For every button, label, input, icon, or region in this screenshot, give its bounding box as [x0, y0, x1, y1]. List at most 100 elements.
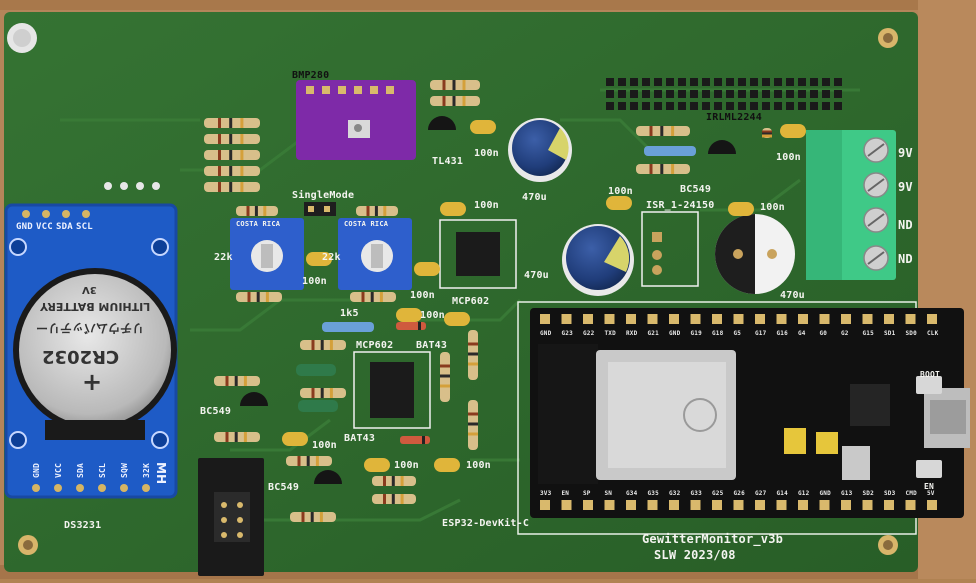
- esp-top-pin-g21: G21: [647, 330, 659, 337]
- resistor-pot-l2: [236, 292, 282, 302]
- en-button[interactable]: [916, 460, 942, 478]
- resistor-bc-2: [214, 432, 260, 442]
- ceramic-cap-1: [440, 202, 466, 216]
- resistor-pot-l: [236, 206, 278, 216]
- esp-bottom-pin-cmd: CMD: [905, 490, 917, 497]
- label-100n-c: 100n: [608, 186, 633, 197]
- resistor-bc-4: [290, 512, 336, 522]
- battery-jp: リチウムバッテリー: [36, 321, 145, 335]
- resistor-v1: [762, 128, 772, 138]
- esp-bottom-pin-g34: G34: [626, 490, 638, 497]
- pin-header-connector: [198, 458, 264, 576]
- label-470u-b: 470u: [524, 270, 549, 281]
- battery-model: CR2032: [42, 346, 120, 367]
- resistor-bot-1: [372, 476, 416, 486]
- label-bmp280: BMP280: [292, 70, 330, 81]
- esp-top-pin-g4: G4: [798, 330, 806, 337]
- boot-button[interactable]: [916, 376, 942, 394]
- transistor-4: [314, 470, 342, 484]
- resistor-left-1: [204, 118, 260, 128]
- screw-4[interactable]: [863, 245, 889, 271]
- esp-top-pin-sd0: SD0: [905, 330, 917, 337]
- terminal-label-4: ND: [898, 252, 913, 266]
- label-tl431: TL431: [432, 156, 464, 167]
- esp-top-pin-g22: G22: [583, 330, 595, 337]
- resistor-v4: [468, 400, 478, 450]
- esp-top-pin-clk: CLK: [927, 330, 939, 337]
- terminal-label-2: 9V: [898, 180, 913, 194]
- esp-bottom-pin-g33: G33: [690, 490, 702, 497]
- label-1k5: 1k5: [340, 308, 359, 319]
- label-100n-d: 100n: [760, 202, 785, 213]
- rtc-top-pin-scl: SCL: [76, 222, 93, 232]
- resistor-pot-r2: [350, 292, 396, 302]
- battery-type: LITHIUM BATTERY: [40, 300, 151, 313]
- esp-top-pin-gnd: GND: [669, 330, 681, 337]
- label-100n-b: 100n: [474, 200, 499, 211]
- esp-bottom-pin-g26: G26: [733, 490, 745, 497]
- mcp602-ic-top: [439, 219, 517, 289]
- capacitor-470u-top: [508, 118, 572, 182]
- resistor-bot-2: [372, 494, 416, 504]
- label-100n-k: 100n: [466, 460, 491, 471]
- resistor-bc-3: [286, 456, 332, 466]
- esp-top-pin-g16: G16: [776, 330, 788, 337]
- label-bc549-left: BC549: [200, 406, 232, 417]
- transistor-3: [240, 392, 268, 406]
- esp-bottom-pin-en: EN: [561, 490, 570, 497]
- esp-top-pin-txd: TXD: [604, 330, 616, 337]
- singlemode-jumper[interactable]: [304, 202, 336, 216]
- label-pot-left: 22k: [214, 252, 233, 263]
- bmp280-sensor: [296, 80, 416, 160]
- resistor-v3: [440, 352, 450, 402]
- screw-1[interactable]: [863, 137, 889, 163]
- rtc-top-pin-gnd: GND: [16, 222, 33, 232]
- esp-top-pin-sd1: SD1: [884, 330, 896, 337]
- resistor-mid-2: [636, 164, 690, 174]
- ceramic-cap-8: [396, 308, 422, 322]
- ceramic-cap-7: [414, 262, 440, 276]
- resistor-blue-1: [322, 322, 374, 332]
- esp-bottom-pin-gnd: GND: [819, 490, 831, 497]
- passive-components: [204, 80, 806, 522]
- resistor-mid-3: [300, 340, 346, 350]
- label-bc549-top: BC549: [680, 184, 712, 195]
- resistor-left-3: [204, 150, 260, 160]
- capacitor-470u-mid: [562, 224, 634, 296]
- esp-top-pin-gnd: GND: [540, 330, 552, 337]
- esp-top-pin-rxd: RXD: [626, 330, 638, 337]
- esp-bottom-pin-g13: G13: [841, 490, 853, 497]
- esp-bottom-pin-g32: G32: [669, 490, 681, 497]
- resistor-mid-4: [300, 388, 346, 398]
- diode-1: [396, 322, 426, 330]
- label-ds3231: DS3231: [64, 520, 102, 531]
- esp-bottom-pin-sd3: SD3: [884, 490, 896, 497]
- screw-3[interactable]: [863, 207, 889, 233]
- esp-top-pin-g19: G19: [690, 330, 702, 337]
- label-boot: BOOT: [920, 370, 941, 379]
- rtc-module: [4, 182, 178, 499]
- terminal-label-1: 9V: [898, 146, 913, 160]
- board-subtitle: SLW 2023/08: [654, 548, 736, 562]
- ceramic-cap-9: [282, 432, 308, 446]
- green-cap-2: [298, 400, 338, 412]
- label-esp32: ESP32-DevKit-C: [442, 518, 530, 529]
- label-bat43-a: BAT43: [416, 340, 448, 351]
- label-100n-e: 100n: [776, 152, 801, 163]
- label-en: EN: [924, 482, 935, 491]
- label-mcp602-b: MCP602: [356, 340, 394, 351]
- label-100n-i: 100n: [312, 440, 337, 451]
- pot-brand-left: COSTA RICA: [236, 220, 281, 228]
- resistor-left-4: [204, 166, 260, 176]
- rtc-bottom-pin-scl: SCL: [98, 462, 107, 478]
- mcp602-ic-bottom: [353, 351, 431, 429]
- potentiometer-right[interactable]: [338, 218, 412, 290]
- terminal-label-3: ND: [898, 218, 913, 232]
- ceramic-cap-6: [306, 252, 332, 266]
- esp-bottom-pin-3v3: 3V3: [540, 490, 552, 497]
- screw-2[interactable]: [863, 172, 889, 198]
- screw-terminal: [806, 130, 896, 280]
- esp-bottom-pin-sn: SN: [604, 490, 613, 497]
- potentiometer-left[interactable]: [230, 218, 304, 290]
- ceramic-cap-10: [364, 458, 390, 472]
